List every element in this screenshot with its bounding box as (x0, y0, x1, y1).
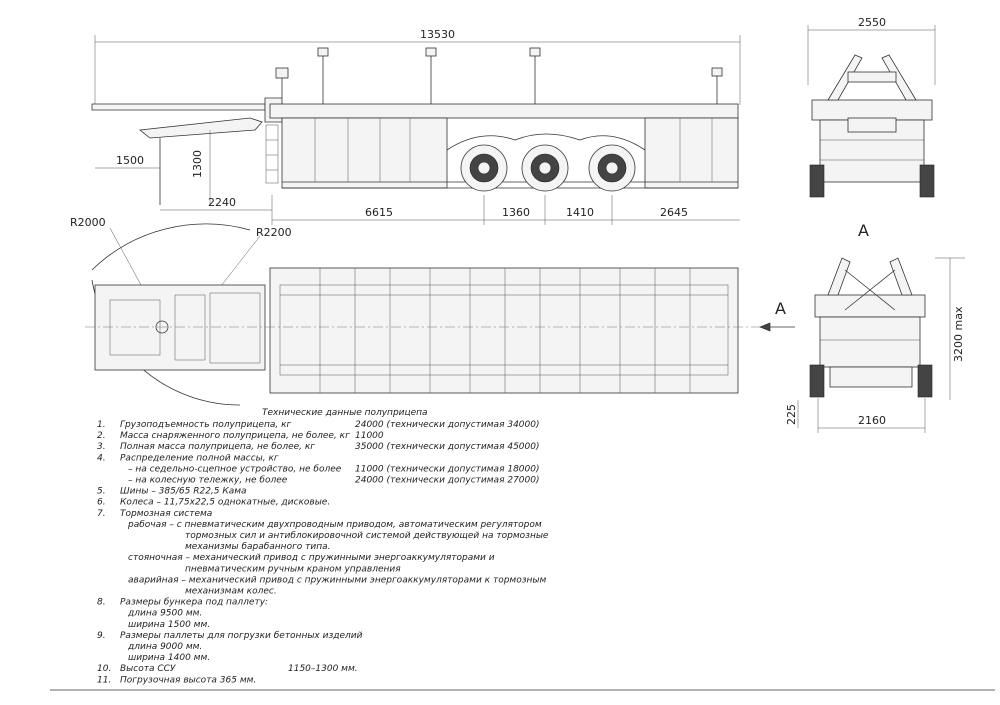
dim-rear-2645: 2645 (660, 206, 688, 219)
spec-item-number: 9. (97, 631, 106, 641)
spec-item-text: стояночная – механический привод с пружи… (128, 553, 495, 563)
spec-item-text: Высота ССУ (120, 664, 176, 674)
dim-height-3200: 3200 max (952, 306, 965, 362)
dim-width-2550: 2550 (858, 16, 886, 29)
dim-axle-1360: 1360 (502, 206, 530, 219)
spec-item-text: Масса снаряженного полуприцепа, не более… (120, 431, 350, 441)
spec-item-number: 7. (97, 509, 106, 519)
spec-item-text: Погрузочная высота 365 мм. (120, 675, 256, 685)
top-view: R2000 R2200 A (70, 216, 795, 406)
view-a-title: A (858, 221, 869, 240)
view-arrow-label: A (775, 299, 786, 318)
rear-view: 2550 (807, 16, 936, 198)
spec-item-text: аварийная – механический привод с пружин… (128, 575, 546, 585)
spec-item-number: 3. (97, 442, 106, 452)
spec-item-text: ширина 1500 мм. (128, 620, 210, 630)
side-view: 13530 (91, 28, 741, 225)
dim-kingpin: 2240 (208, 196, 236, 209)
dim-axle-1410: 1410 (566, 206, 594, 219)
dim-height-1300: 1300 (191, 150, 204, 178)
spec-item-text: Размеры паллеты для погрузки бетонных из… (120, 631, 363, 641)
spec-item-text: механизмам колес. (185, 587, 277, 597)
spec-item-text: тормозных сил и антиблокировочной систем… (185, 531, 549, 541)
spec-item-value: 35000 (технически допустимая 45000) (355, 442, 540, 452)
spec-item-number: 10. (97, 664, 111, 674)
dim-overall-length: 13530 (420, 28, 455, 41)
dim-front-overhang: 1500 (116, 154, 144, 167)
spec-item-text: Шины – 385/65 R22,5 Кама (120, 487, 247, 497)
spec-block: Технические данные полуприцепа 1. Грузопо… (97, 408, 549, 685)
spec-item-number: 6. (97, 498, 106, 508)
spec-item-text: длина 9000 мм. (127, 642, 202, 652)
spec-item-text: ширина 1400 мм. (128, 653, 210, 663)
dim-span-6615: 6615 (365, 206, 393, 219)
spec-item-text: механизмы барабанного типа. (185, 542, 331, 552)
dim-radius-2200: R2200 (256, 226, 292, 239)
spec-item-text: длина 9500 мм. (127, 609, 202, 619)
view-a: A 3200 max 225 2160 (785, 221, 965, 433)
spec-item-text: Размеры бункера под паллету: (120, 598, 268, 608)
spec-item-value: 1150–1300 мм. (288, 664, 358, 674)
spec-item-number: 8. (97, 598, 106, 608)
spec-item-value: 11000 (технически допустимая 18000) (355, 464, 540, 474)
spec-item-text: Колеса – 11,75х22,5 однокатные, дисковые… (120, 498, 330, 508)
spec-item-number: 4. (97, 453, 106, 463)
spec-item-text: – на колесную тележку, не более (128, 476, 288, 486)
spec-item-text: Распределение полной массы, кг (120, 453, 279, 463)
spec-item-text: Полная масса полуприцепа, не более, кг (120, 442, 315, 452)
spec-item-text: пневматическим ручным краном управления (185, 564, 401, 574)
spec-item-text: Тормозная система (120, 509, 212, 519)
side-wheels (460, 144, 636, 192)
spec-item-number: 11. (97, 675, 111, 685)
spec-item-text: – на седельно-сцепное устройство, не бол… (128, 464, 342, 474)
spec-item-value: 24000 (технически допустимая 34000) (355, 420, 540, 430)
spec-item-text: Грузоподъемность полуприцепа, кг (120, 420, 292, 430)
spec-item-value: 11000 (355, 431, 384, 441)
spec-item-text: рабочая – с пневматическим двухпроводным… (127, 520, 542, 530)
spec-item-number: 1. (97, 420, 106, 430)
dim-radius-2000: R2000 (70, 216, 106, 229)
spec-title: Технические данные полуприцепа (262, 408, 428, 418)
spec-lines: 1. Грузоподъемность полуприцепа, кг 24000 … (97, 420, 549, 685)
spec-item-value: 24000 (технически допустимая 27000) (355, 476, 540, 486)
spec-item-number: 2. (97, 431, 106, 441)
spec-item-number: 5. (97, 487, 106, 497)
dim-track-2160: 2160 (858, 414, 886, 427)
dim-height-225: 225 (785, 404, 798, 425)
stanchions (275, 47, 723, 104)
